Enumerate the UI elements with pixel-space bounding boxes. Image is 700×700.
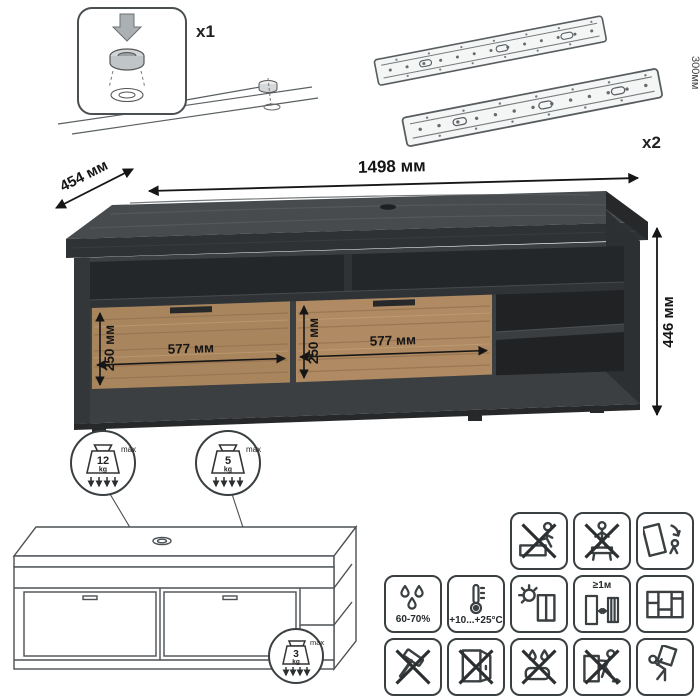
load-top-unit: kg: [99, 467, 107, 474]
load-top-badge: 12 kg max: [70, 430, 136, 496]
load-drawer-badge: 3 kg max: [268, 628, 324, 684]
drawer2-width-label: 577 мм: [369, 332, 416, 349]
load-shelf-max: max: [246, 445, 261, 454]
press-arrow-icon: [111, 13, 143, 42]
load-drawer-unit: kg: [292, 659, 300, 666]
load-top-value: 12: [97, 455, 109, 467]
load-shelf-badge: 5 kg max: [195, 430, 261, 496]
top-face: [66, 191, 648, 239]
right-compartment-shelf: [496, 324, 624, 340]
humidity-icon: 60-70%: [384, 575, 442, 633]
foot-qty-label: x1: [196, 22, 215, 41]
cable-grommet: [380, 204, 396, 210]
temperature-icon: +10...+25°C: [447, 575, 505, 633]
keep-from-sunlight-icon: [510, 575, 568, 633]
no-tools-icon: [384, 638, 442, 696]
temperature-label: +10...+25°C: [449, 614, 503, 626]
load-drawer-max: max: [310, 638, 324, 647]
slide-length-label: 300мм: [689, 56, 700, 89]
icon-row-3: [384, 638, 694, 696]
drawer-1-handle: [170, 306, 212, 314]
distance-from-heat-icon: ≥1м: [573, 575, 631, 633]
tipover-warning-icon: [636, 512, 694, 570]
load-shelf-unit: kg: [224, 467, 232, 474]
width-dim-label: 1498 мм: [358, 156, 426, 177]
load-top-max: max: [121, 445, 136, 454]
drawer-2-handle: [373, 299, 415, 307]
carry-upright-icon: [636, 638, 694, 696]
load-drawer-value: 3: [293, 649, 299, 660]
distance-label: ≥1м: [592, 579, 612, 591]
depth-dim-label: 454 мм: [57, 157, 111, 195]
height-dim-label: 446 мм: [660, 296, 677, 347]
care-icons-grid: 60-70% +10...+25°C: [384, 512, 694, 696]
no-hanging-on-doors-icon: [447, 638, 505, 696]
foot-callout: x1: [57, 7, 319, 135]
load-diagram: [12, 493, 358, 672]
no-wet-cleaning-icon: [510, 638, 568, 696]
icon-row-1: [510, 512, 694, 570]
drawer1-width-label: 577 мм: [167, 340, 214, 357]
drawer-slides-callout: x2 300мм: [372, 14, 700, 152]
tv-stand-drawing: 1498 мм 454 мм 446 мм 250 мм 577 мм 250 …: [55, 156, 677, 435]
humidity-label: 60-70%: [395, 613, 431, 625]
slides-qty-label: x2: [642, 133, 661, 152]
icon-row-2: 60-70% +10...+25°C: [384, 575, 694, 633]
no-sitting-icon: [510, 512, 568, 570]
no-dragging-icon: [573, 638, 631, 696]
no-standing-icon: [573, 512, 631, 570]
wall-unit-icon: [636, 575, 694, 633]
load-shelf-value: 5: [225, 455, 231, 467]
